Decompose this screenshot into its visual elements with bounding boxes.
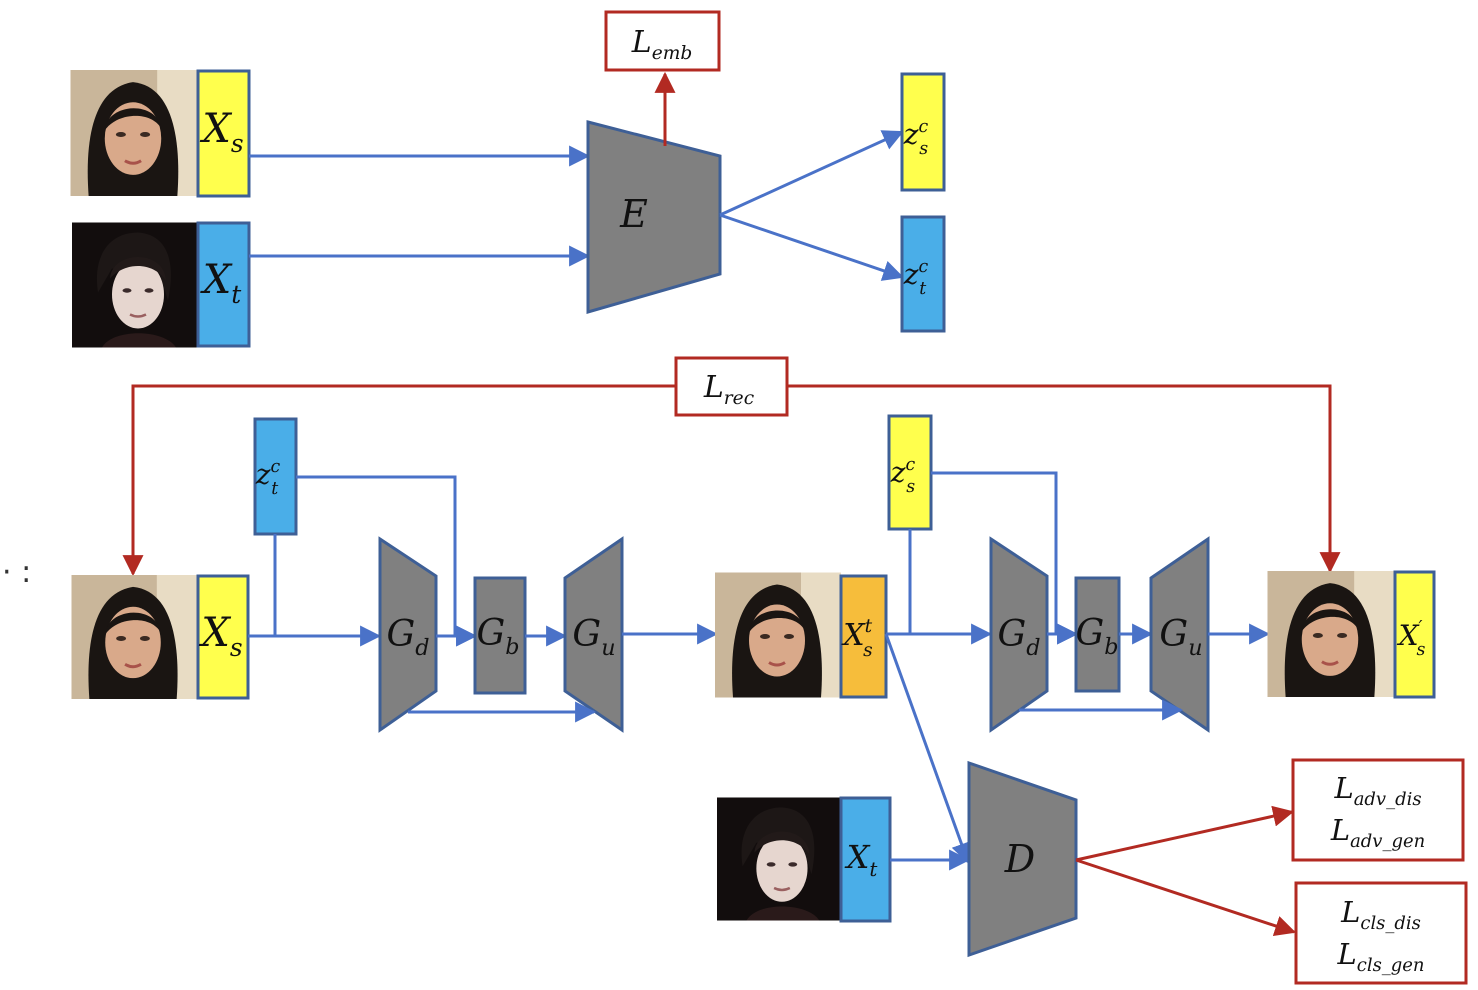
generator-down-block-2 (989, 536, 1049, 733)
generator-down-label-2: Gd (997, 614, 1040, 661)
discriminator-label: D (1004, 837, 1035, 881)
side-mark: · : (2, 555, 31, 590)
embedding-loss-label: Lemb (631, 25, 692, 64)
target-input-label: Xt (200, 257, 241, 309)
source-face-photo (70, 70, 198, 196)
translated-face-photo (715, 572, 841, 698)
classification-gen-loss-label: Lcls_gen (1337, 937, 1425, 976)
reconstruction-loss-box (674, 356, 789, 417)
generator-up-label-1: Gu (572, 614, 615, 661)
source-input-label: Xs (199, 106, 243, 158)
classification-dis-loss-label: Lcls_dis (1340, 895, 1421, 934)
encoder-label: E (619, 192, 648, 236)
generator-bottleneck-label-1: Gb (476, 613, 519, 660)
source-input-code-bar-bottom (196, 574, 250, 700)
target-input-code-bar-bottom (839, 796, 892, 923)
reconstruction-loss-label: Lrec (703, 370, 755, 409)
translated-to-discriminator-arrow (884, 633, 972, 864)
adversarial-loss-arrow (1075, 805, 1295, 862)
classification-loss-box (1294, 881, 1468, 985)
generator-bottleneck-block-2 (1074, 576, 1121, 693)
reconstructed-face-photo (1267, 571, 1395, 697)
encoder-block (586, 120, 722, 314)
encoder-to-target-code-arrow (719, 213, 904, 281)
generator-bottleneck-label-2: Gb (1075, 613, 1118, 660)
adversarial-loss-box (1291, 758, 1465, 862)
adversarial-gen-loss-label: Ladv_gen (1330, 813, 1425, 852)
encoder-to-source-code-arrow (719, 130, 904, 217)
generator-bottleneck-block-1 (473, 576, 527, 695)
source-face-photo-bottom (70, 575, 198, 699)
target-code-input-generator (253, 417, 298, 536)
target-face-photo-bottom (717, 797, 841, 921)
generator-up-block-2 (1149, 536, 1210, 733)
discriminator-block (967, 760, 1078, 958)
target-input-code-bar (196, 221, 251, 348)
reconstructed-code-bar (1393, 570, 1436, 699)
reconstructed-label: X′s (1397, 618, 1426, 660)
generator-down-block-1 (378, 536, 438, 733)
target-content-code (900, 215, 946, 333)
source-input-label-bottom: Xs (198, 610, 242, 662)
reconstruction-loss-arrow-left (122, 384, 676, 577)
source-content-code (900, 72, 946, 192)
reconstruction-loss-arrow-right (787, 384, 1341, 574)
classification-loss-arrow (1075, 858, 1296, 937)
embedding-loss-box (604, 10, 721, 72)
source-input-code-bar (196, 69, 251, 198)
generator-up-block-1 (563, 536, 624, 733)
target-input-label-bottom: Xt (844, 838, 878, 881)
target-face-photo (72, 222, 198, 348)
generator-down-label-1: Gd (386, 614, 429, 661)
adversarial-dis-loss-label: Ladv_dis (1333, 771, 1421, 810)
generator-up-label-2: Gu (1159, 614, 1202, 661)
